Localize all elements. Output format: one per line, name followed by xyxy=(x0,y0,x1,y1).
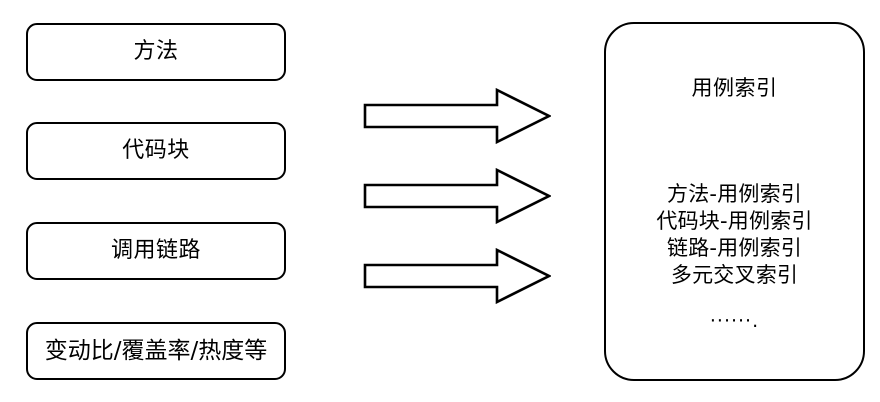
source-box-call-chain[interactable]: 调用链路 xyxy=(26,222,286,280)
right-arrow-icon xyxy=(363,168,551,224)
target-panel-title: 用例索引 xyxy=(691,76,778,100)
target-index-item: 代码块-用例索引 xyxy=(656,209,813,233)
target-index-item: 方法-用例索引 xyxy=(667,182,802,206)
target-index-item: 多元交叉索引 xyxy=(670,263,799,287)
right-arrow-icon xyxy=(363,248,551,304)
source-box-label: 变动比/覆盖率/热度等 xyxy=(44,337,268,364)
source-box-metrics[interactable]: 变动比/覆盖率/热度等 xyxy=(26,322,286,380)
target-index-ellipsis: ······. xyxy=(709,310,760,332)
target-index-item: 链路-用例索引 xyxy=(667,236,802,260)
right-arrow-icon xyxy=(363,88,551,144)
source-box-label: 调用链路 xyxy=(110,238,201,263)
source-box-label: 代码块 xyxy=(122,138,190,163)
target-index-list: 方法-用例索引 代码块-用例索引 链路-用例索引 多元交叉索引 xyxy=(606,181,863,289)
target-panel-case-index[interactable]: 用例索引 方法-用例索引 代码块-用例索引 链路-用例索引 多元交叉索引 ···… xyxy=(604,22,865,381)
source-box-code-block[interactable]: 代码块 xyxy=(26,122,286,180)
source-box-method[interactable]: 方法 xyxy=(26,23,286,81)
source-box-label: 方法 xyxy=(133,39,179,64)
